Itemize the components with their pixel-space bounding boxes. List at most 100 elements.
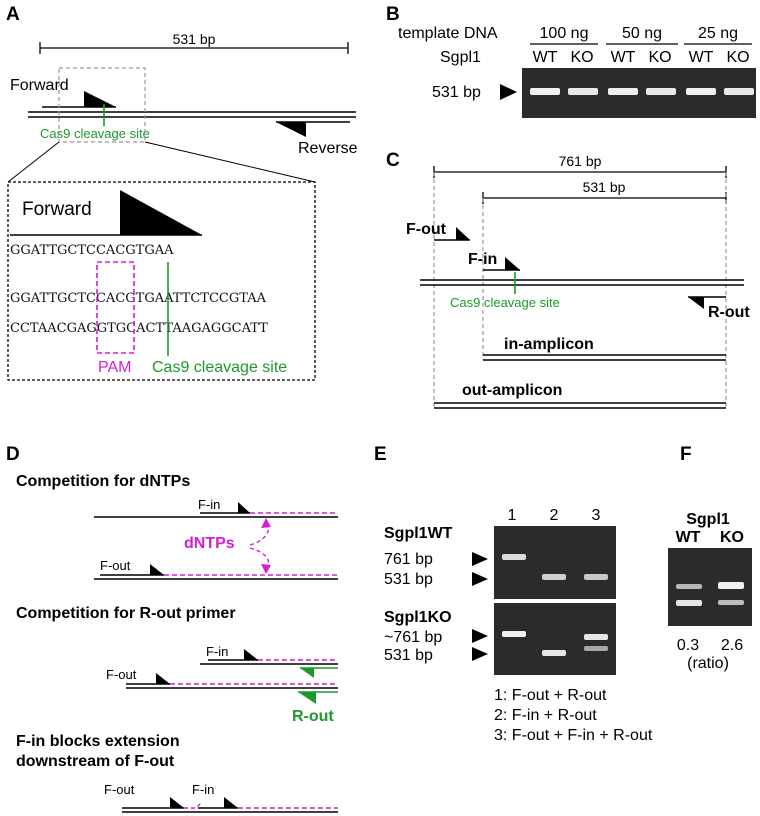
d2-f-out-label: F-out xyxy=(106,667,137,682)
cleavage-label-c: Cas9 cleavage site xyxy=(450,295,560,310)
ko-arrow-531 xyxy=(472,647,488,661)
bottom-strand-sequence: CCTAACGAGGTGCACTTAAGAGGCATT xyxy=(10,321,268,336)
r-out-label: R-out xyxy=(708,304,750,321)
f-ko-band-lower xyxy=(718,600,744,605)
blocks-title-line1: F-in blocks extension xyxy=(16,733,180,750)
lane-number-2: 2 xyxy=(550,507,559,524)
length-label: 531 bp xyxy=(173,31,216,47)
zoom-primer-arrow xyxy=(120,190,202,235)
d2-f-in-label: F-in xyxy=(206,644,228,659)
wt-lane3-band xyxy=(584,574,608,580)
zoom-region-box xyxy=(58,67,146,143)
d3-f-in-label: F-in xyxy=(192,782,214,797)
genotype-3: WT xyxy=(611,49,636,66)
pam-box xyxy=(96,261,135,354)
genotype-6: KO xyxy=(726,49,749,66)
panel-letter-a: A xyxy=(6,4,20,25)
f-genotype-ko: KO xyxy=(720,529,744,546)
scale-761-label: 761 bp xyxy=(559,153,602,169)
dntps-label: dNTPs xyxy=(184,535,235,552)
f-ko-band-upper xyxy=(718,582,744,589)
panel-a: A 531 bp Forward Cas9 cleavage site Reve… xyxy=(6,4,358,381)
legend-3: 3: F-out + F-in + R-out xyxy=(494,727,653,744)
band-b-2 xyxy=(568,88,598,95)
ko-arrow-761 xyxy=(472,629,488,643)
in-amplicon-label: in-amplicon xyxy=(504,336,594,353)
wt-arrow-531 xyxy=(472,572,488,586)
zoom-cleavage-label: Cas9 cleavage site xyxy=(152,359,287,376)
zoom-detail-box xyxy=(7,181,316,381)
d2-r-out-label: R-out xyxy=(292,708,334,725)
panel-c: C 761 bp 531 bp F-out F-in Cas9 cleavage… xyxy=(386,150,750,409)
zoom-line-left xyxy=(7,141,60,183)
panel-letter-c: C xyxy=(386,150,400,171)
gel-b xyxy=(522,68,756,118)
panel-letter-d: D xyxy=(6,444,20,465)
dntp-arrowhead-up xyxy=(261,518,271,528)
reverse-label: Reverse xyxy=(298,140,358,157)
band-size-label: 531 bp xyxy=(432,84,481,101)
band-b-3 xyxy=(608,88,638,95)
band-arrow-b xyxy=(500,84,517,100)
genotype-5: WT xyxy=(689,49,714,66)
f-gene-label: Sgpl1 xyxy=(686,511,730,528)
d2-f-in-arrow xyxy=(244,649,258,660)
ko-lane3-band-upper xyxy=(584,634,608,640)
d3-f-out-arrow xyxy=(170,797,184,808)
d3-f-in-arrow xyxy=(224,797,238,808)
d3-f-out-label: F-out xyxy=(104,782,135,797)
zoom-line-right xyxy=(144,141,316,183)
r-out-competition-title: Competition for R-out primer xyxy=(16,605,236,622)
ko-band-531: 531 bp xyxy=(384,647,433,664)
amount-100: 100 ng xyxy=(540,25,589,42)
f-ratio-ko: 2.6 xyxy=(721,637,743,654)
zoom-forward-label: Forward xyxy=(22,199,92,220)
panel-f: F Sgpl1 WT KO 0.3 2.6 (ratio) xyxy=(668,444,752,672)
band-b-5 xyxy=(686,88,716,95)
ko-lane1-band xyxy=(502,631,526,637)
band-b-6 xyxy=(724,88,754,95)
scale-531-label: 531 bp xyxy=(583,179,626,195)
r-out-arrow xyxy=(688,297,704,309)
ko-band-761: ~761 bp xyxy=(384,629,442,646)
blocks-title-line2: downstream of F-out xyxy=(16,753,175,770)
d2-f-out-arrow xyxy=(156,673,170,684)
panel-letter-e: E xyxy=(374,444,387,465)
template-label: template DNA xyxy=(398,25,498,42)
out-amplicon-label: out-amplicon xyxy=(462,382,562,399)
cleavage-label: Cas9 cleavage site xyxy=(40,126,150,141)
panel-letter-b: B xyxy=(386,4,400,25)
lane-number-1: 1 xyxy=(508,507,517,524)
gel-e-wt xyxy=(494,526,616,599)
f-ratio-wt: 0.3 xyxy=(677,637,699,654)
dntp-title: Competition for dNTPs xyxy=(16,473,190,490)
d1-f-in-arrow xyxy=(238,502,250,513)
amount-50: 50 ng xyxy=(622,25,662,42)
reverse-primer-arrow xyxy=(276,122,306,137)
primer-sequence: GGATTGCTCCACGTGAA xyxy=(10,243,174,258)
d1-f-in-label: F-in xyxy=(198,497,220,512)
gel-b-bands xyxy=(530,88,754,95)
legend-1: 1: F-out + R-out xyxy=(494,687,607,704)
d2-r-out-arrow-1 xyxy=(300,668,314,678)
legend-2: 2: F-in + R-out xyxy=(494,707,597,724)
f-out-label: F-out xyxy=(406,221,447,238)
wt-band-531: 531 bp xyxy=(384,571,433,588)
f-wt-band-upper xyxy=(676,584,702,589)
d1-f-out-arrow xyxy=(150,564,164,575)
lane-number-3: 3 xyxy=(592,507,601,524)
ko-label: Sgpl1KO xyxy=(384,609,452,626)
f-wt-band-lower xyxy=(676,600,702,606)
f-genotype-wt: WT xyxy=(676,529,701,546)
d1-f-out-label: F-out xyxy=(100,558,131,573)
top-strand-sequence: GGATTGCTCCACGTGAATTCTCCGTAA xyxy=(10,291,267,306)
d2-r-out-arrow-2 xyxy=(298,692,316,704)
amount-25: 25 ng xyxy=(698,25,738,42)
forward-label: Forward xyxy=(10,77,69,94)
ko-lane2-band xyxy=(542,650,566,656)
forward-primer-arrow xyxy=(84,91,116,107)
wt-label: Sgpl1WT xyxy=(384,525,453,542)
wt-lane1-band xyxy=(502,554,526,560)
panel-letter-f: F xyxy=(680,444,692,465)
wt-lane2-band xyxy=(542,574,566,580)
